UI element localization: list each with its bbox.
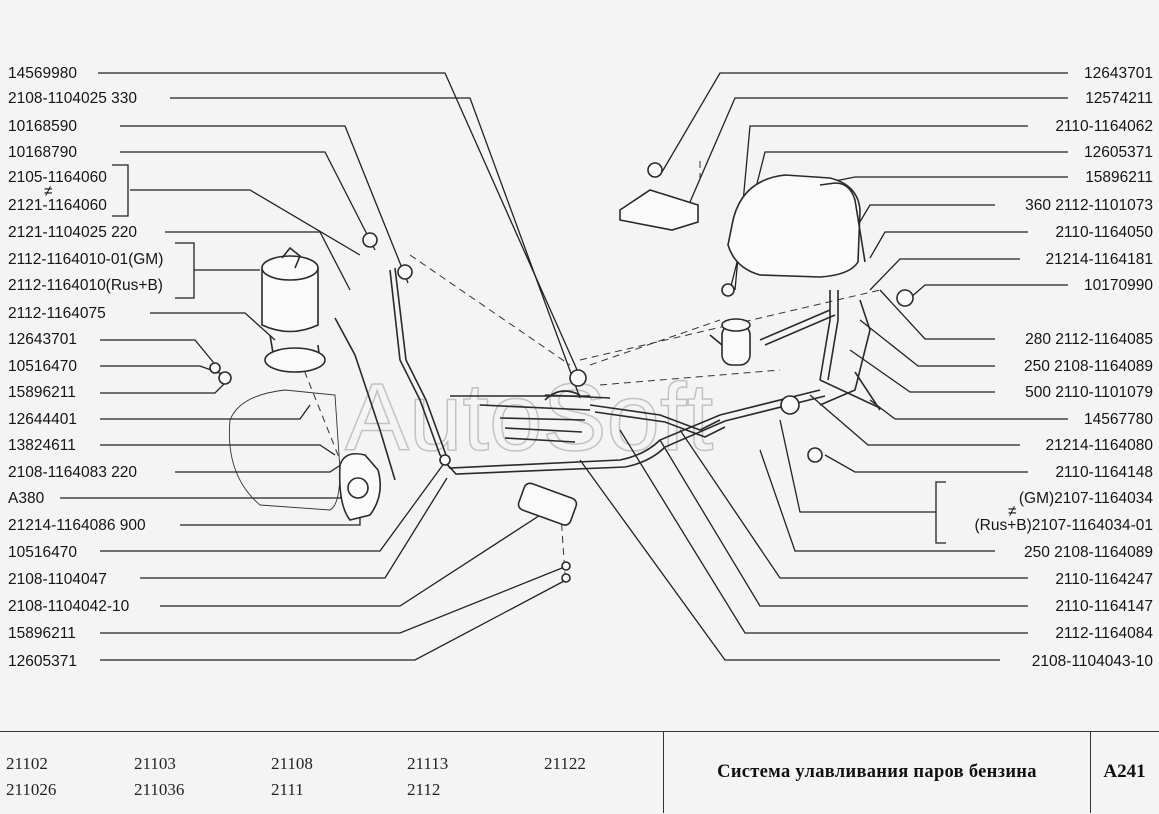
left-label-21: 2108-1104042-10 <box>8 598 130 615</box>
left-label-17: A380 <box>8 490 45 507</box>
right-label-7: 2110-1164050 <box>1055 224 1153 241</box>
left-label-1: 14569980 <box>8 65 77 82</box>
bracket-right <box>935 481 946 544</box>
right-label-14: 21214-1164080 <box>1046 437 1154 454</box>
right-label-3: 2110-1164062 <box>1055 118 1153 135</box>
right-label-22: 2108-1104043-10 <box>1032 653 1154 670</box>
left-label-5: 2105-1164060 <box>8 169 107 186</box>
right-label-21: 2112-1164084 <box>1055 625 1153 642</box>
left-label-7: 2121-1104025 220 <box>8 224 137 241</box>
right-label-13: 14567780 <box>1084 411 1153 428</box>
fuel-pipes <box>334 267 881 481</box>
title-box: Система улавливания паров бензина <box>663 731 1091 813</box>
right-label-9: 10170990 <box>1084 277 1153 294</box>
right-label-4: 12605371 <box>1084 144 1153 161</box>
model-code: 211036 <box>134 780 185 799</box>
watermark: AutoSoft <box>345 364 713 471</box>
right-label-5: 15896211 <box>1085 169 1153 186</box>
model-code: 2111 <box>271 780 304 799</box>
right-label-15: 2110-1164148 <box>1055 464 1153 481</box>
model-code: 21113 <box>407 754 449 773</box>
clamps <box>209 232 914 583</box>
footer: 21102 21103 21108 21113 21122 211026 211… <box>0 731 1159 814</box>
interchange-mark-left: ≠ <box>44 183 53 200</box>
right-label-16: (GM)2107-1164034 <box>1019 490 1154 507</box>
model-code: 21108 <box>271 754 313 773</box>
left-label-8: 2112-1164010-01(GM) <box>8 251 163 268</box>
right-label-11: 250 2108-1164089 <box>1024 358 1153 375</box>
right-label-17: (Rus+B)2107-1164034-01 <box>974 517 1153 534</box>
bracket-left-2 <box>175 242 195 299</box>
model-code: 211026 <box>6 780 57 799</box>
right-labels: 12643701 12574211 2110-1164062 12605371 … <box>935 65 1154 670</box>
left-label-20: 2108-1104047 <box>8 571 107 588</box>
canister <box>261 246 326 373</box>
left-label-6: 2121-1164060 <box>8 197 107 214</box>
left-label-19: 10516470 <box>8 544 77 561</box>
right-label-2: 12574211 <box>1085 90 1153 107</box>
bracket-left-1 <box>112 164 129 217</box>
diagram-code: A241 <box>1103 761 1146 782</box>
right-leaders <box>579 72 1068 661</box>
left-label-10: 2112-1164075 <box>8 305 106 322</box>
interchange-mark-right: ≠ <box>1008 503 1017 520</box>
left-label-3: 10168590 <box>8 118 77 135</box>
model-code: 2112 <box>407 780 441 799</box>
pipe-bundle <box>450 395 591 443</box>
check-valve <box>709 318 751 366</box>
model-code: 21122 <box>544 754 586 773</box>
left-label-2: 2108-1104025 330 <box>8 90 137 107</box>
purge-valve <box>338 452 381 521</box>
left-label-13: 15896211 <box>8 384 76 401</box>
right-label-12: 500 2110-1101079 <box>1025 384 1153 401</box>
code-box: A241 <box>1090 731 1159 813</box>
left-label-23: 12605371 <box>8 653 77 670</box>
right-label-1: 12643701 <box>1084 65 1153 82</box>
right-label-20: 2110-1164147 <box>1055 598 1153 615</box>
cover-outline <box>228 389 341 511</box>
page-title: Система улавливания паров бензина <box>717 761 1037 782</box>
left-label-14: 12644401 <box>8 411 77 428</box>
left-label-11: 12643701 <box>8 331 77 348</box>
left-label-18: 21214-1164086 900 <box>8 517 146 534</box>
model-code: 21102 <box>6 754 48 773</box>
right-label-18: 250 2108-1164089 <box>1024 544 1153 561</box>
left-labels: 14569980 2108-1104025 330 10168590 10168… <box>8 65 195 670</box>
separator-tank <box>727 174 866 278</box>
left-label-9: 2112-1164010(Rus+B) <box>8 277 163 294</box>
left-label-15: 13824611 <box>8 437 76 454</box>
right-label-6: 360 2112-1101073 <box>1025 197 1153 214</box>
left-label-16: 2108-1164083 220 <box>8 464 137 481</box>
right-label-8: 21214-1164181 <box>1046 251 1153 268</box>
right-label-10: 280 2112-1164085 <box>1025 331 1153 348</box>
left-label-12: 10516470 <box>8 358 77 375</box>
right-label-19: 2110-1164247 <box>1055 571 1153 588</box>
left-label-22: 15896211 <box>8 625 76 642</box>
mounting-bracket <box>619 162 699 231</box>
left-label-4: 10168790 <box>8 144 77 161</box>
model-code: 21103 <box>134 754 176 773</box>
